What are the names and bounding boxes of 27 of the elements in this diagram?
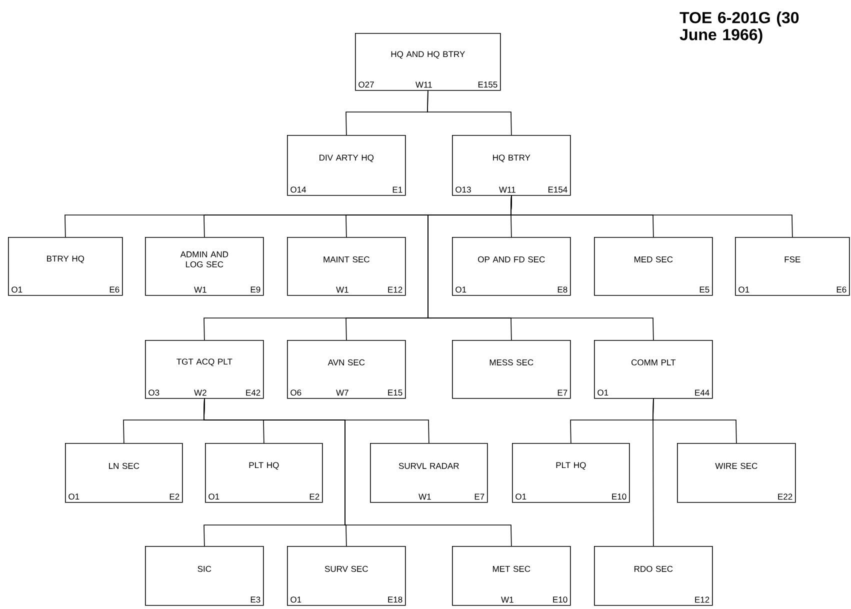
unit-box: SURV SEC O1 E18: [287, 546, 406, 606]
unit-box: WIRE SEC E22: [677, 443, 796, 503]
unit-box: LN SEC O1 E2: [65, 443, 183, 503]
unit-box: DIV ARTY HQ O14 E1: [287, 135, 406, 196]
unit-box: TGT ACQ PLT O3 W2 E42: [145, 340, 264, 399]
unit-box: BTRY HQ O1 E6: [8, 237, 123, 296]
unit-box: HQ BTRY O13 W11 E154: [452, 135, 571, 196]
connector-line: [204, 398, 512, 546]
unit-box: HQ AND HQ BTRY O27 W11 E155: [355, 33, 501, 91]
unit-box: FSE O1 E6: [735, 237, 850, 296]
unit-box: MAINT SEC W1 E12: [287, 237, 406, 296]
unit-box: OP AND FD SEC O1 E8: [452, 237, 571, 296]
unit-box: SURVL RADAR W1 E7: [370, 443, 488, 503]
unit-box: RDO SEC E12: [594, 546, 713, 606]
unit-box: COMM PLT O1 E44: [594, 340, 713, 399]
title: TOE 6-201G (30 June 1966): [680, 12, 799, 44]
unit-box: MED SEC E5: [594, 237, 713, 296]
unit-box: ADMIN AND LOG SEC W1 E9: [145, 237, 264, 296]
unit-box: AVN SEC O6 W7 E15: [287, 340, 406, 399]
connector-line: [428, 195, 654, 340]
unit-box: MESS SEC E7: [452, 340, 571, 399]
unit-box: PLT HQ O1 E2: [205, 443, 323, 503]
unit-box: MET SEC W1 E10: [452, 546, 571, 606]
connector-line: [427, 90, 512, 136]
unit-box: SIC E3: [145, 546, 264, 606]
connector-line: [652, 398, 654, 546]
unit-box: PLT HQ O1 E10: [512, 443, 630, 503]
